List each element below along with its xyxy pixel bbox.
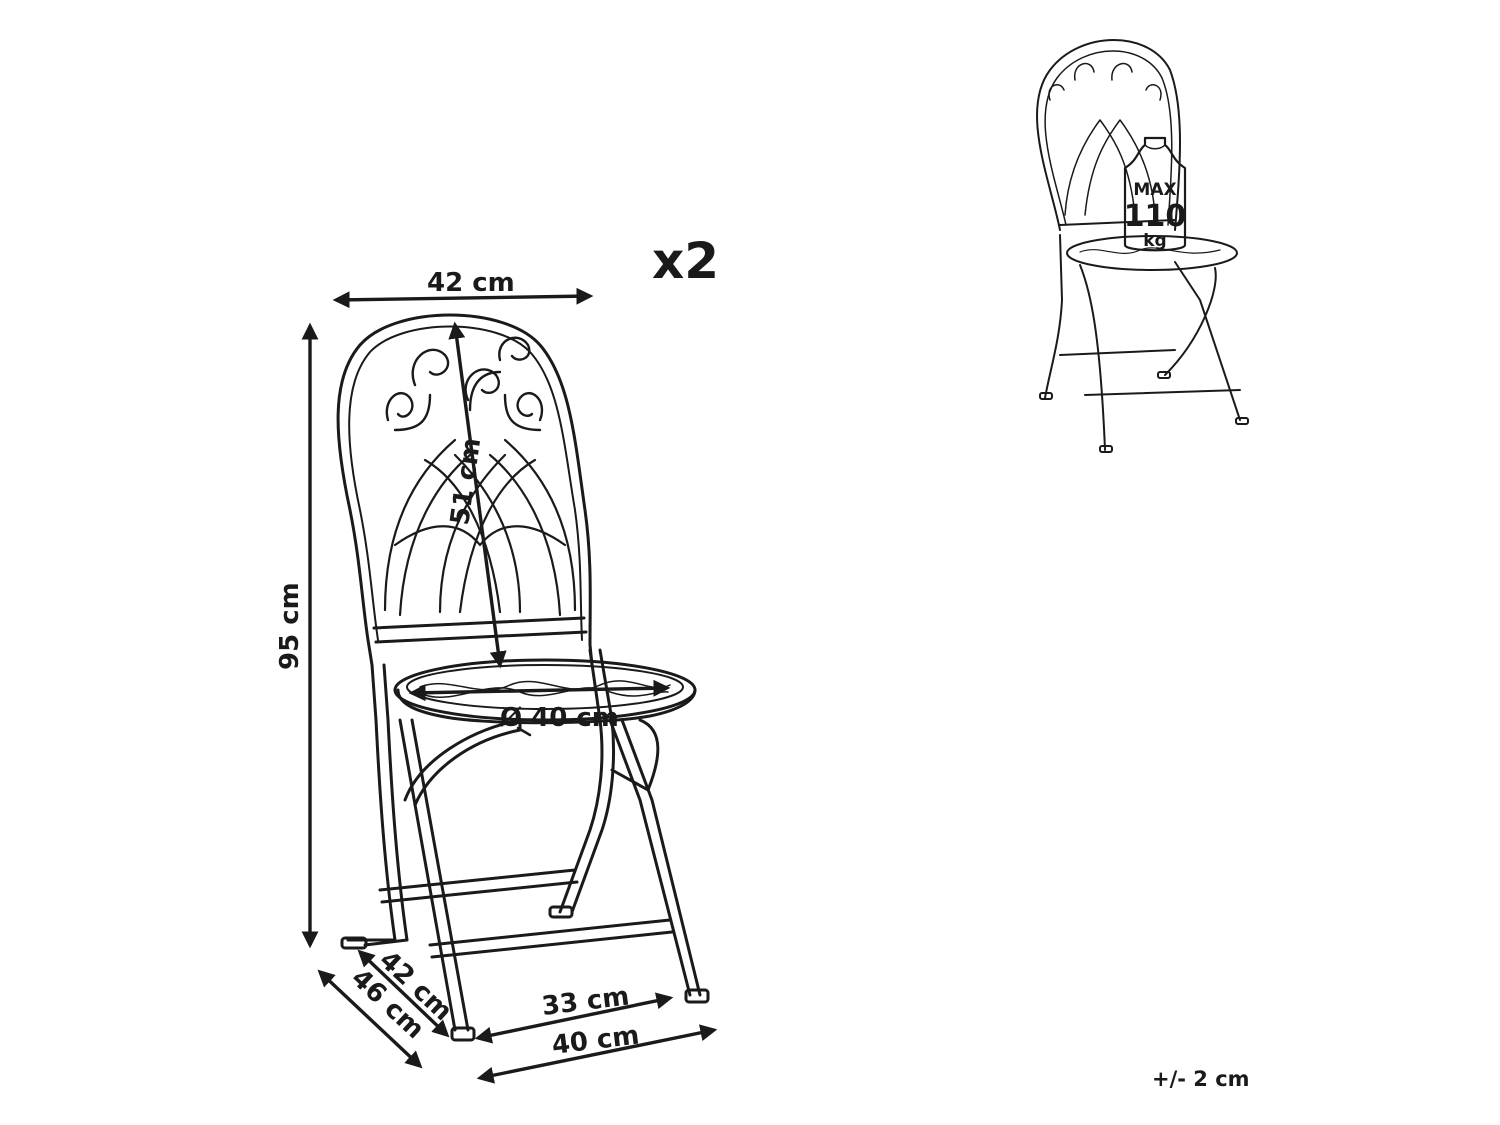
seat-diameter-arrow	[408, 679, 671, 702]
depth-outer-arrow	[317, 969, 423, 1069]
backrest-arrow	[448, 321, 507, 669]
width-inner-label: 33 cm	[540, 981, 631, 1021]
load-unit-label: kg	[1143, 231, 1166, 251]
width-outer-arrow	[476, 1024, 718, 1084]
load-max-label: MAX	[1133, 180, 1176, 200]
load-value-label: 110	[1124, 199, 1187, 234]
back-width-arrow	[332, 287, 594, 309]
seat-diameter-label: Ø 40 cm	[500, 703, 619, 733]
dimension-lines	[301, 287, 718, 1084]
load-chair-drawing	[1036, 39, 1249, 453]
height-label: 95 cm	[275, 582, 305, 670]
quantity-label: x2	[652, 232, 719, 290]
back-width-label: 42 cm	[427, 268, 515, 298]
width-outer-label: 40 cm	[550, 1020, 641, 1060]
main-chair-drawing	[336, 313, 710, 1042]
tolerance-label: +/- 2 cm	[1152, 1067, 1250, 1091]
